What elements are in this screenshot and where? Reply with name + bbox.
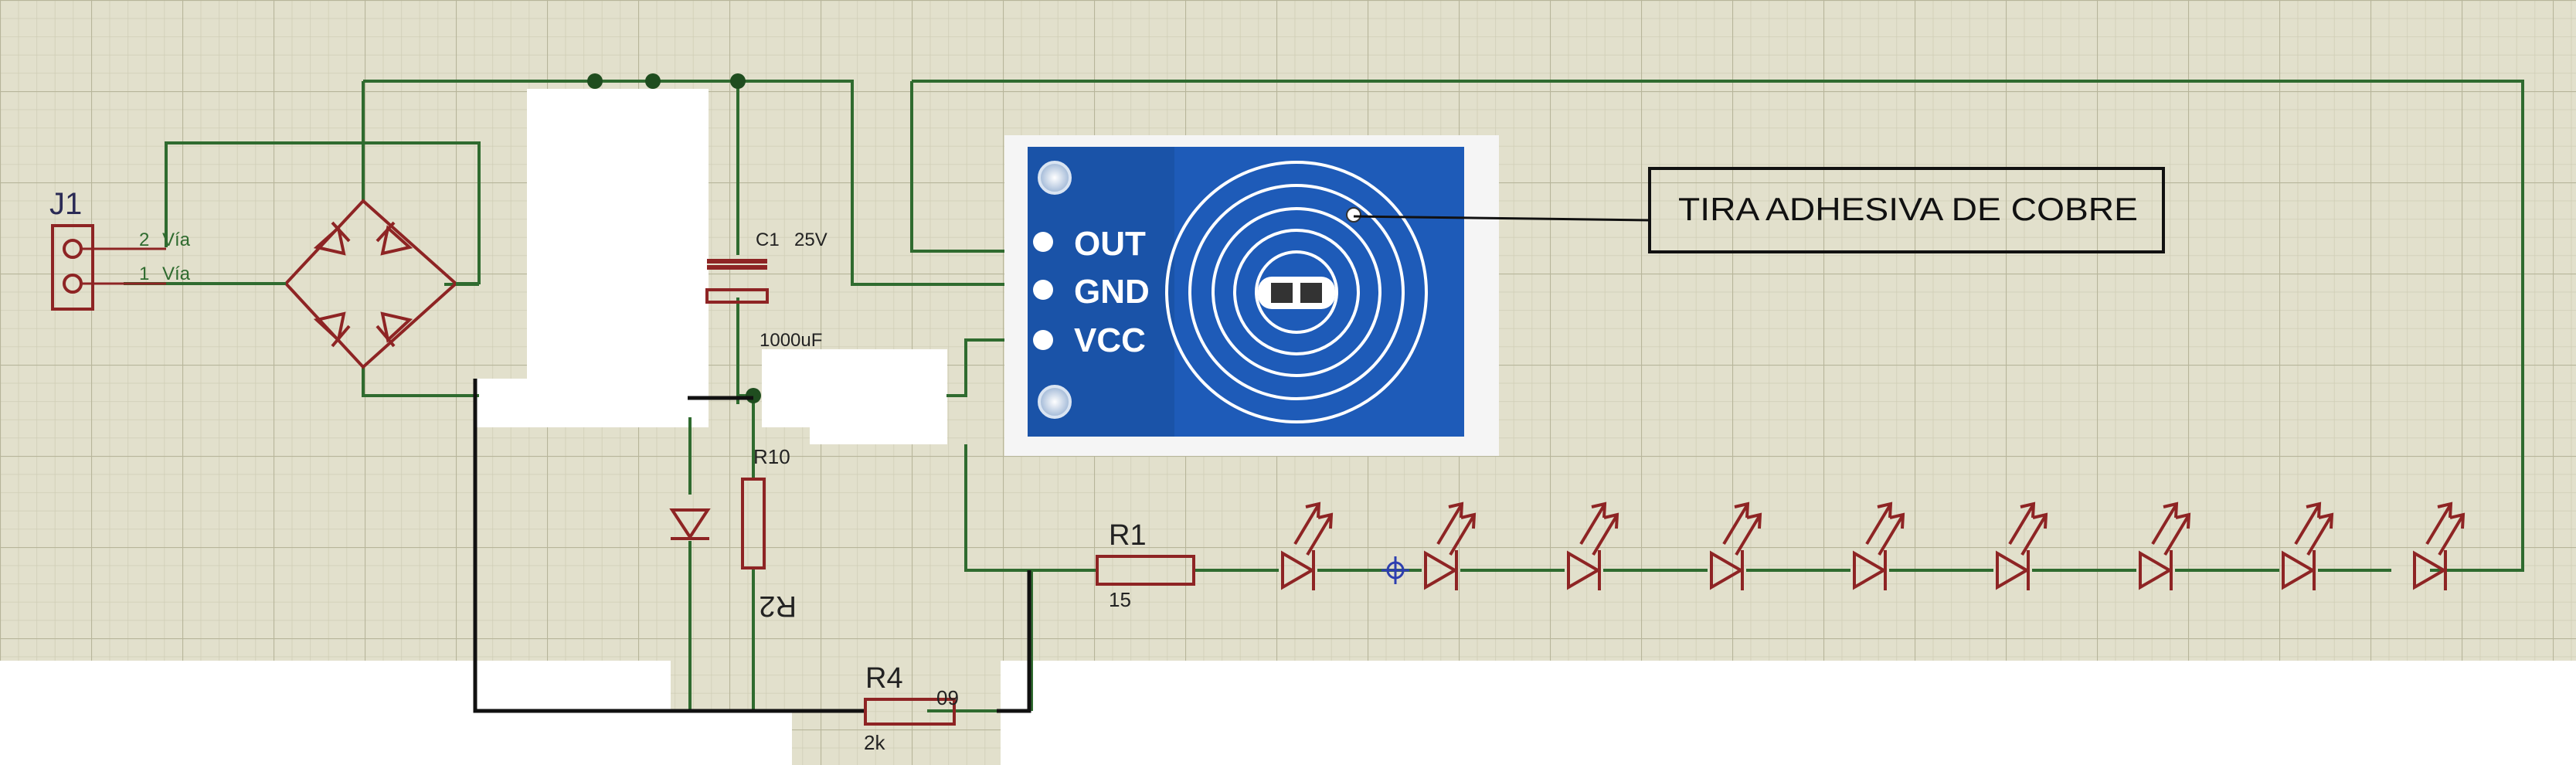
led-8[interactable] bbox=[2282, 502, 2334, 590]
led-5[interactable] bbox=[1853, 502, 1905, 590]
r1-ref: R1 bbox=[1109, 519, 1147, 552]
j1-pin2-net: Vía bbox=[162, 230, 191, 250]
smd-component-icon bbox=[1258, 277, 1335, 309]
capacitor-c1[interactable]: C1 25V 1000uF bbox=[705, 230, 828, 351]
pin-pads bbox=[1033, 232, 1053, 350]
label-pointer-line bbox=[1353, 215, 1650, 222]
touch-sensor-module[interactable]: OUT GND VCC bbox=[1004, 135, 1499, 456]
led-3[interactable] bbox=[1567, 502, 1619, 590]
c1-voltage: 25V bbox=[794, 230, 828, 250]
j1-pin2-number: 2 bbox=[139, 230, 149, 250]
resistor-r1[interactable]: R1 15 bbox=[1096, 519, 1195, 611]
led-2[interactable] bbox=[1424, 502, 1477, 590]
c1-ref: C1 bbox=[756, 230, 780, 250]
r4-value: 2k bbox=[864, 731, 885, 754]
zener-and-resistor[interactable]: R10 R2 bbox=[669, 445, 797, 622]
led-7[interactable] bbox=[2139, 502, 2191, 590]
led-6[interactable] bbox=[1996, 502, 2048, 590]
masked-regions bbox=[0, 89, 2576, 765]
pin-gnd-label: GND bbox=[1074, 273, 1150, 311]
led-4[interactable] bbox=[1710, 502, 1762, 590]
r4-extra-label: 09 bbox=[936, 686, 959, 709]
touch-pad-rings bbox=[1165, 161, 1428, 423]
bridge-rectifier[interactable] bbox=[166, 199, 479, 369]
j1-pin1-number: 1 bbox=[139, 264, 149, 284]
pin-vcc-label: VCC bbox=[1074, 321, 1146, 359]
copper-tape-label: TIRA ADHESIVA DE COBRE bbox=[1678, 191, 2138, 227]
r4-ref: R4 bbox=[865, 662, 903, 695]
c1-value: 1000uF bbox=[760, 330, 822, 351]
touch-pad-point bbox=[1346, 207, 1361, 223]
black-wires bbox=[473, 379, 1031, 713]
r1-value: 15 bbox=[1109, 588, 1131, 611]
led-9[interactable] bbox=[2413, 502, 2466, 590]
copper-tape-label-box: TIRA ADHESIVA DE COBRE bbox=[1648, 167, 2165, 253]
r2-value: R10 bbox=[753, 445, 790, 468]
probe-marker-icon bbox=[1381, 556, 1409, 584]
j1-ref: J1 bbox=[49, 187, 82, 221]
mounting-holes bbox=[1038, 161, 1072, 419]
r2-ref: R2 bbox=[759, 590, 797, 622]
led-chain bbox=[1281, 502, 2466, 590]
resistor-r4[interactable]: R4 2k 09 bbox=[864, 662, 959, 754]
j1-pin1-net: Vía bbox=[162, 264, 191, 284]
led-1[interactable] bbox=[1281, 502, 1334, 590]
pin-out-label: OUT bbox=[1074, 225, 1146, 263]
connector-j1[interactable]: J1 2 Vía 1 Vía bbox=[49, 187, 191, 311]
